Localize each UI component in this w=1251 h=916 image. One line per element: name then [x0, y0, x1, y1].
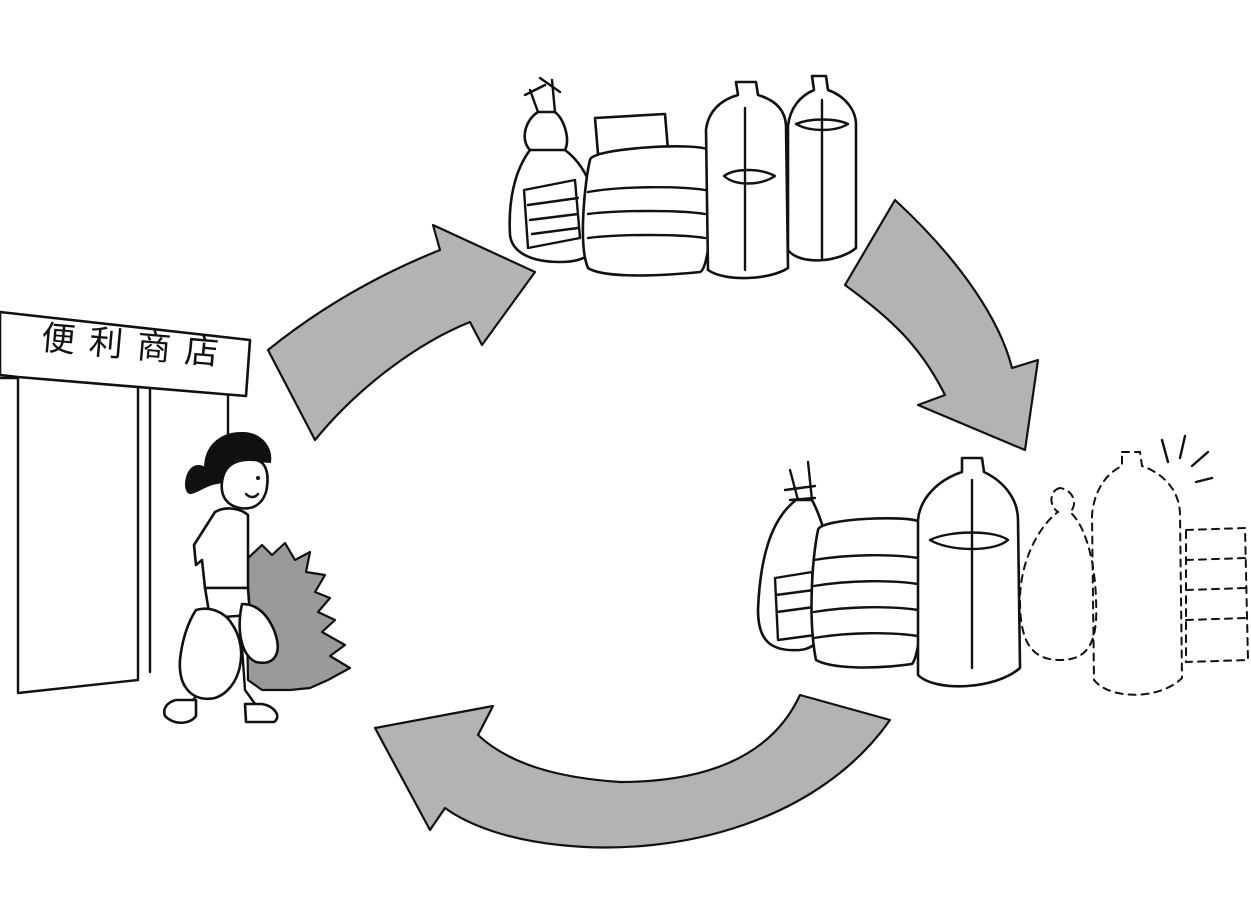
store-sign-board	[0, 310, 252, 398]
large-bottle-used-label	[928, 478, 1010, 670]
partly-used-groceries	[756, 434, 1250, 696]
arrow-used-to-store	[373, 693, 892, 849]
bread-tie-used	[783, 460, 817, 502]
shopper-face	[220, 458, 269, 510]
large-bottle	[704, 80, 790, 280]
convenience-store: 便利商店	[0, 310, 252, 695]
shopper-shirt	[192, 507, 250, 590]
bread-slices	[522, 178, 582, 250]
stacked-towels-used	[810, 516, 925, 669]
shopper-eye	[256, 476, 260, 480]
shopper-smile	[244, 492, 260, 499]
consumed-bag-outline	[1018, 486, 1098, 662]
consumed-towels-outline	[1185, 526, 1250, 664]
large-bottle-label	[722, 106, 777, 272]
arrow-store-to-groceries	[266, 223, 537, 442]
full-groceries	[508, 74, 858, 280]
arrow-groceries-to-used	[843, 198, 1040, 452]
towel-folds-used	[812, 554, 920, 640]
towel-folds	[586, 186, 707, 240]
consumed-bottle-outline	[1090, 451, 1184, 696]
shopping-bag-back	[238, 602, 279, 665]
store-wall	[0, 376, 230, 695]
bread-tie	[523, 76, 567, 152]
gone-sparkle-icon	[1160, 434, 1214, 484]
shopper-woman	[162, 431, 279, 725]
small-bottle-label	[794, 98, 850, 262]
large-bottle-used	[916, 456, 1022, 688]
shopper-shoe-right	[243, 702, 279, 724]
shopper-shoe-left	[162, 698, 198, 725]
shopping-bag-front	[178, 607, 243, 701]
